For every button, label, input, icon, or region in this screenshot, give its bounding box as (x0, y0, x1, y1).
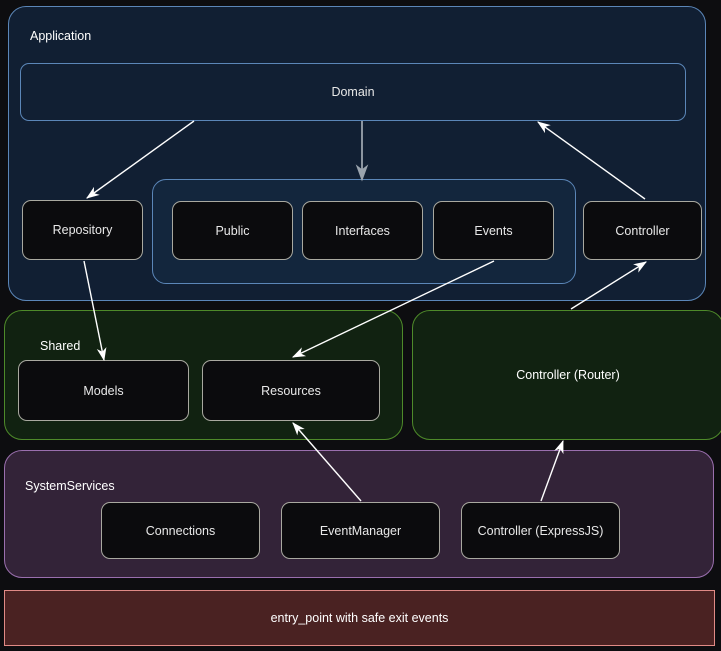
edge-controller-to-domain (537, 121, 646, 200)
node-models[interactable]: Models (18, 360, 189, 421)
node-controller-expressjs[interactable]: Controller (ExpressJS) (461, 502, 620, 559)
edge-router-to-controller (570, 261, 647, 310)
edge-events-to-resources (291, 260, 495, 358)
edge-eventmanager-to-resources (292, 422, 362, 502)
node-domain[interactable]: Domain (20, 63, 686, 121)
edge-domain-to-repository (86, 120, 195, 199)
node-controller[interactable]: Controller (583, 201, 702, 260)
group-entry-point (4, 590, 715, 646)
node-events[interactable]: Events (433, 201, 554, 260)
node-repository[interactable]: Repository (22, 200, 143, 260)
group-application-label: Application (30, 29, 92, 43)
node-public[interactable]: Public (172, 201, 293, 260)
edge-expressjs-to-router (540, 439, 564, 502)
node-interfaces[interactable]: Interfaces (302, 201, 423, 260)
group-system-services-label: SystemServices (25, 479, 115, 493)
node-resources[interactable]: Resources (202, 360, 380, 421)
group-shared-label: Shared (40, 339, 81, 353)
group-controller-router (412, 310, 721, 440)
node-event-manager[interactable]: EventManager (281, 502, 440, 559)
edge-repository-to-models (83, 260, 107, 362)
node-connections[interactable]: Connections (101, 502, 260, 559)
